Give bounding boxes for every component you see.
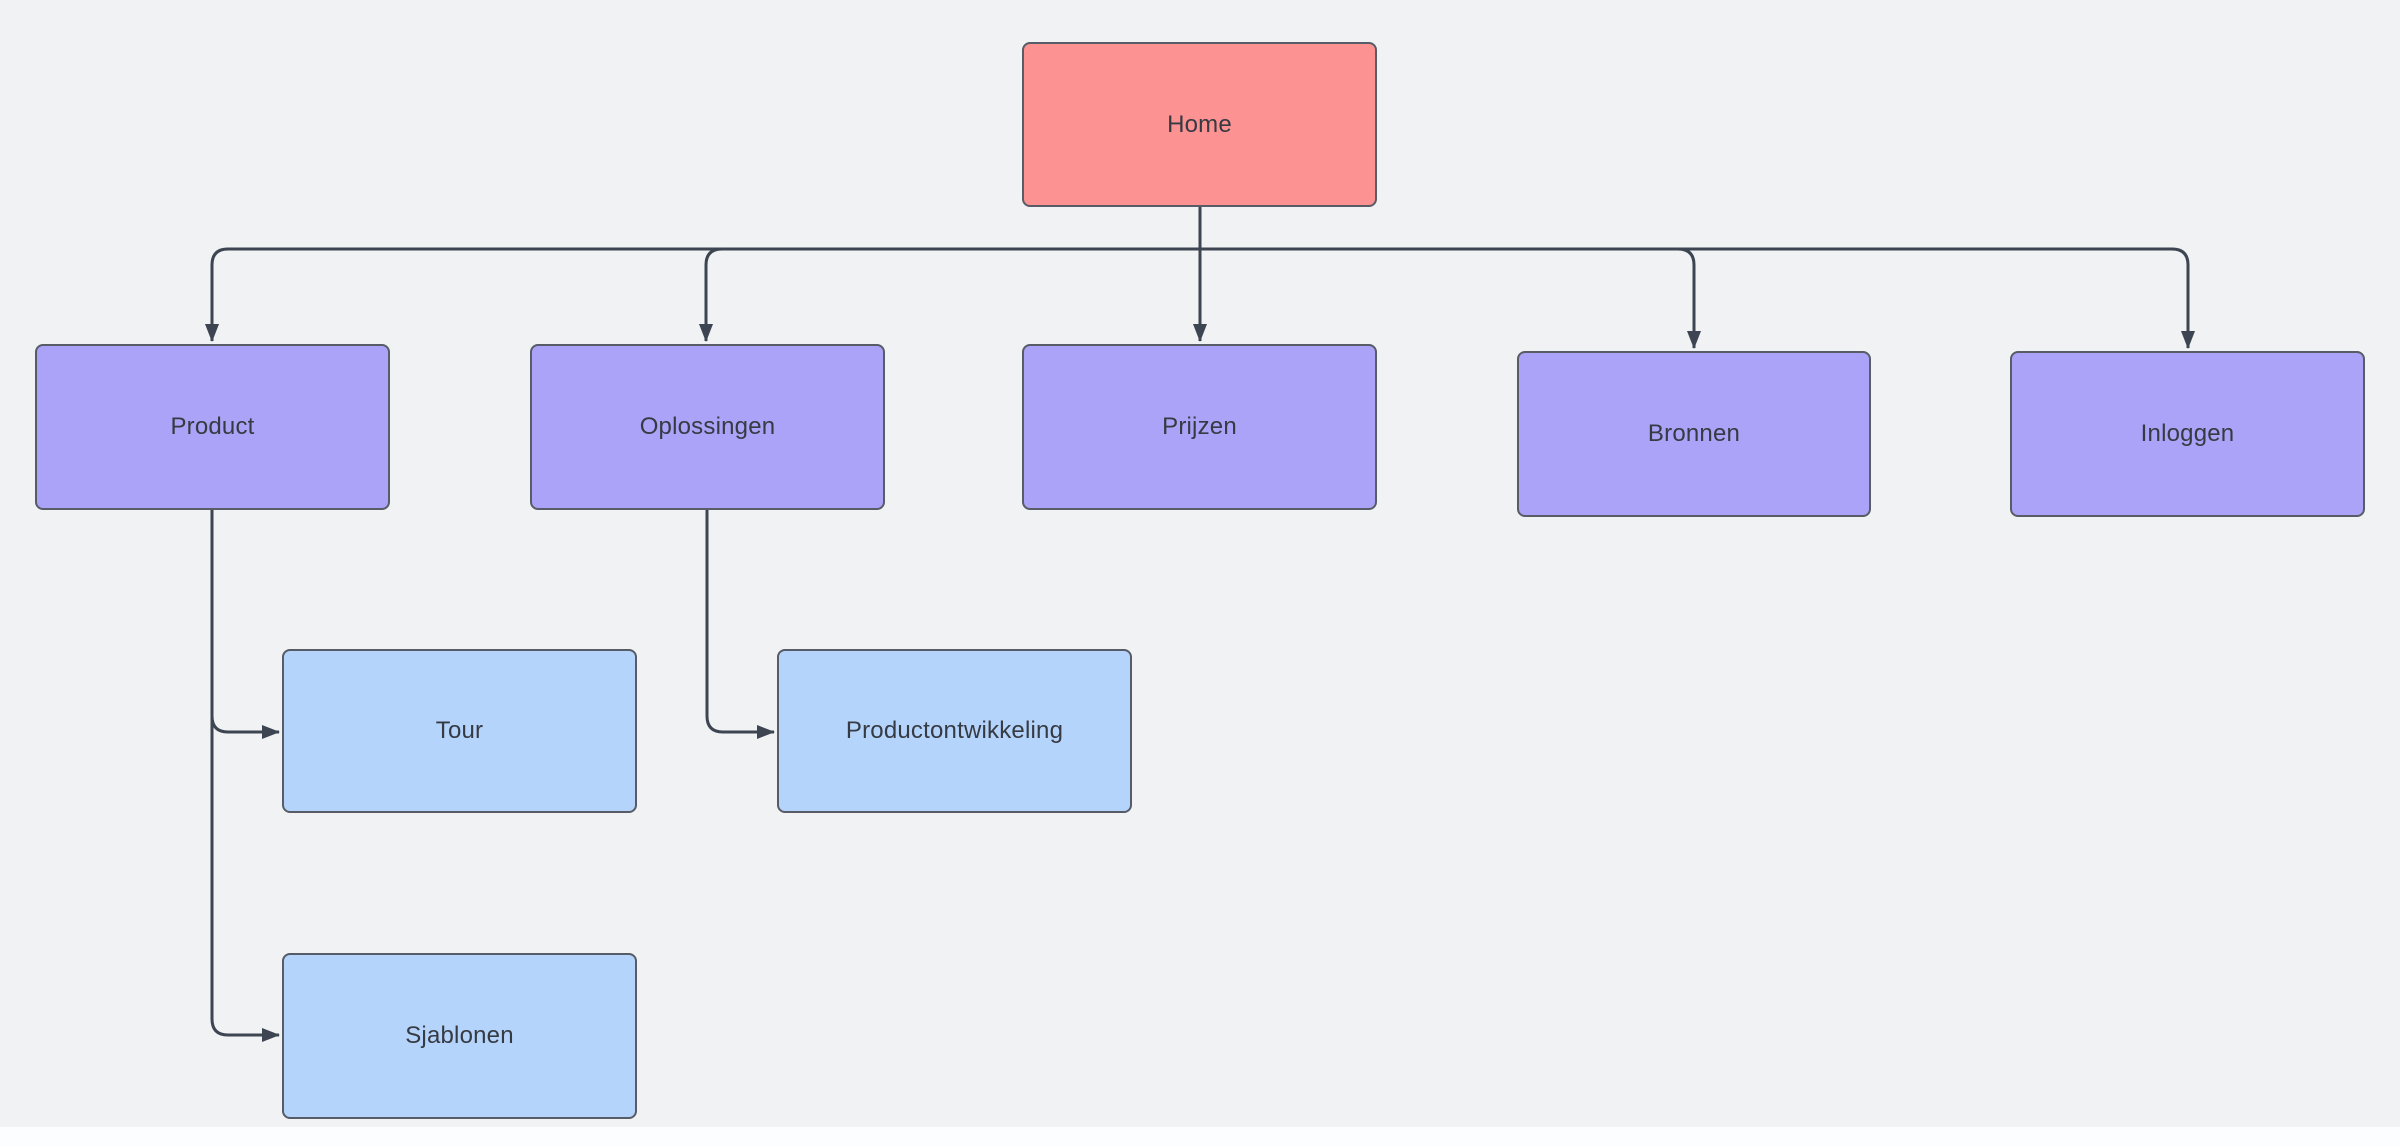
node-tour[interactable]: Tour bbox=[282, 649, 637, 813]
node-product-label: Product bbox=[170, 413, 255, 440]
connector-home-inloggen bbox=[1198, 207, 2195, 349]
connector-home-oplossingen bbox=[699, 207, 1202, 342]
node-prijzen-label: Prijzen bbox=[1162, 413, 1237, 440]
node-oplossingen[interactable]: Oplossingen bbox=[530, 344, 885, 510]
node-productontwikkeling-label: Productontwikkeling bbox=[845, 717, 1064, 744]
connector-home-bronnen bbox=[1198, 207, 1701, 349]
connector-product-sjablonen bbox=[210, 510, 280, 1042]
node-oplossingen-label: Oplossingen bbox=[639, 413, 776, 440]
node-prijzen[interactable]: Prijzen bbox=[1022, 344, 1377, 510]
node-tour-label: Tour bbox=[435, 717, 484, 744]
connector-product-tour bbox=[210, 510, 280, 739]
canvas-bottom-edge bbox=[0, 1127, 2400, 1146]
connector-oplossingen-productontwikkeling bbox=[705, 510, 775, 739]
node-sjablonen-label: Sjablonen bbox=[405, 1022, 514, 1049]
node-inloggen[interactable]: Inloggen bbox=[2010, 351, 2365, 517]
node-home-label: Home bbox=[1167, 110, 1232, 138]
connector-home-product bbox=[205, 207, 1202, 342]
node-inloggen-label: Inloggen bbox=[2140, 420, 2235, 447]
node-product[interactable]: Product bbox=[35, 344, 390, 510]
node-bronnen-label: Bronnen bbox=[1647, 420, 1741, 447]
node-bronnen[interactable]: Bronnen bbox=[1517, 351, 1871, 517]
node-productontwikkeling[interactable]: Productontwikkeling bbox=[777, 649, 1132, 813]
node-sjablonen[interactable]: Sjablonen bbox=[282, 953, 637, 1119]
node-home[interactable]: Home bbox=[1022, 42, 1377, 207]
